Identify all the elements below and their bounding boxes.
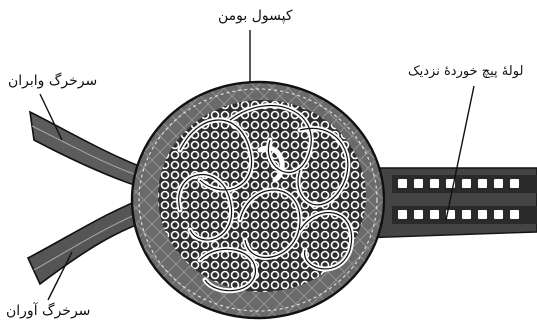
label-afferent-arteriole: سرخرگ آوران (6, 304, 90, 318)
label-proximal-tubule: لولهٔ پیچ خوردهٔ نزدیک (408, 65, 523, 78)
label-bowman-capsule: کپسول بومن (218, 9, 293, 23)
label-efferent-arteriole: سرخرگ وابران (8, 74, 97, 88)
